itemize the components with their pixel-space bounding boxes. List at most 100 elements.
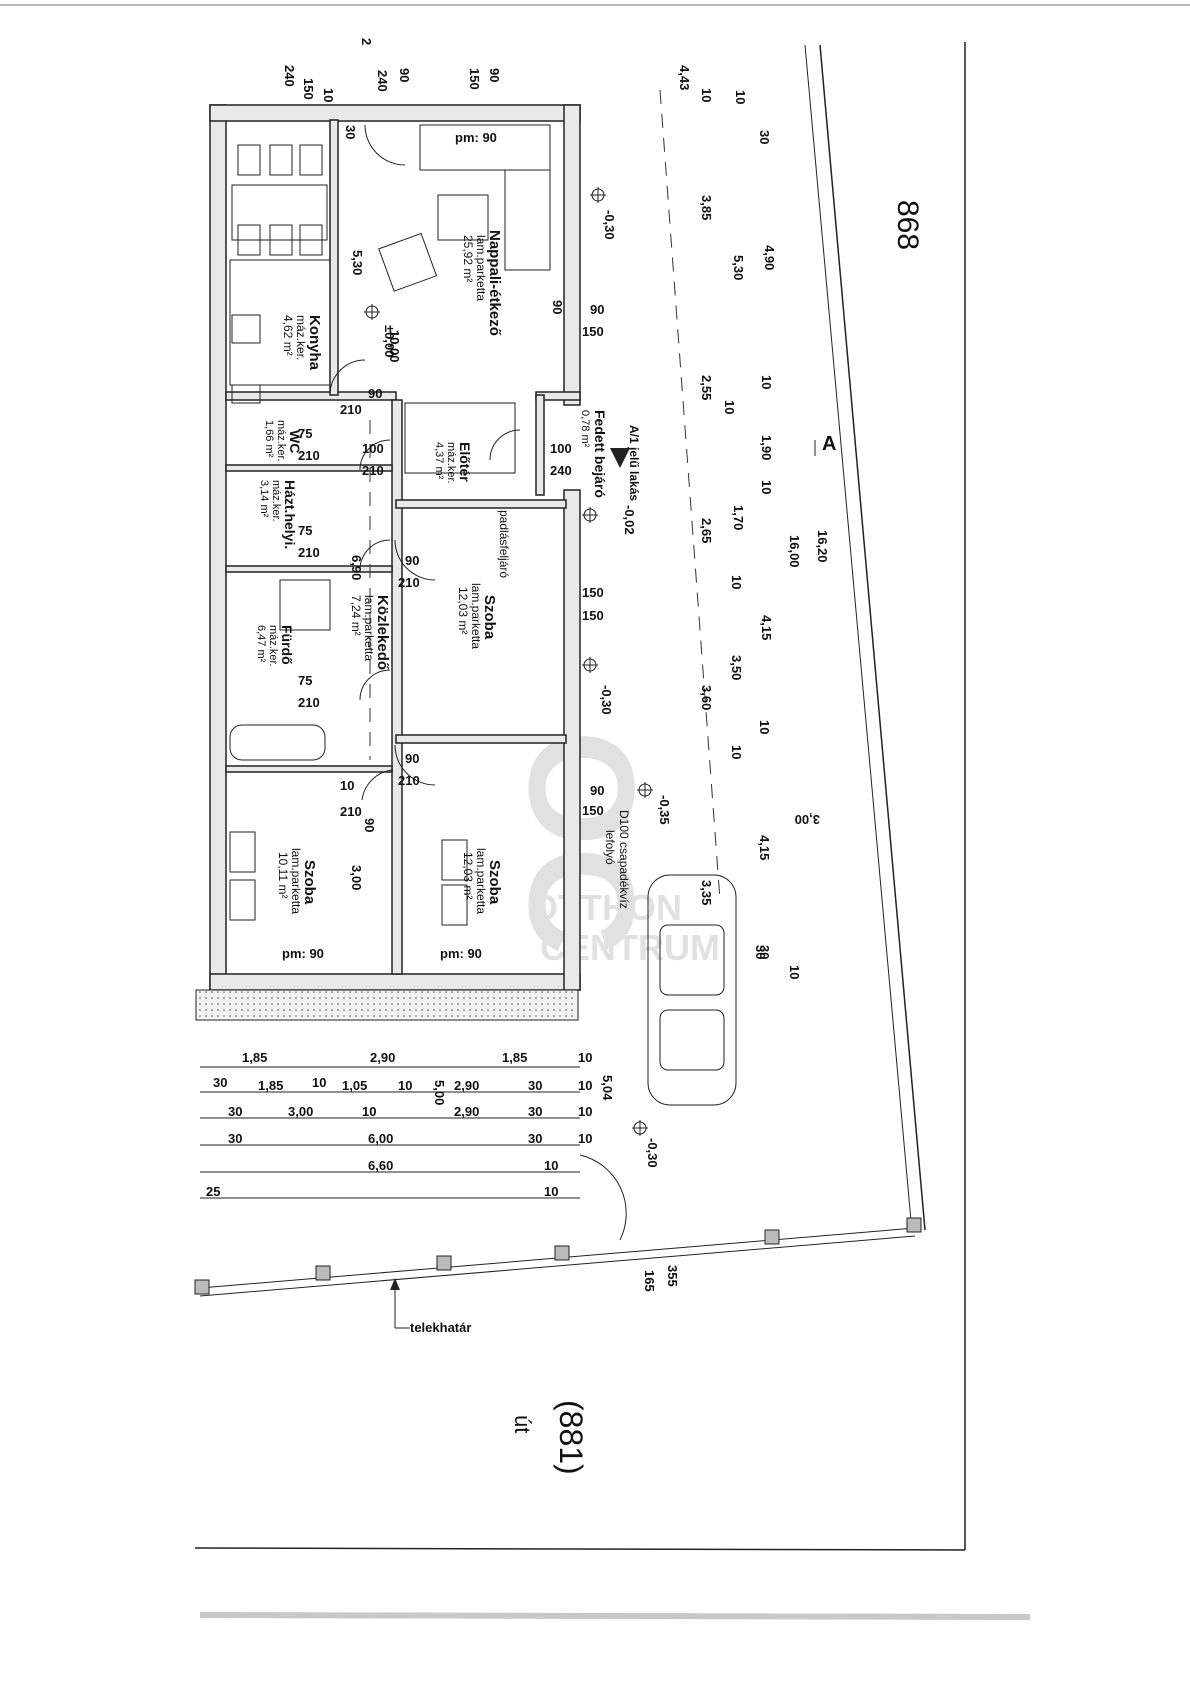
boundary-label: telekhatár [410,1320,471,1335]
dim-vert-165: 165 [642,1270,657,1292]
boundary-callout: telekhatár [390,1278,471,1335]
op-8: 75 [298,426,312,441]
room-name-living: Nappali-étkező [486,230,503,336]
op-23: 210 [340,402,362,417]
furniture [229,124,551,926]
op-17: 210 [362,463,384,478]
dim-mid-2: 30 [757,130,772,144]
room-floor-utility: máz.ker. [270,480,282,522]
room-area-bedroom-3: 10,11 m² [276,852,290,898]
dim-b1-3: 1,85 [502,1050,527,1065]
dim-b4-1: 30 [228,1131,242,1146]
op-22: 90 [368,386,382,401]
op-1: 90 [550,300,565,314]
dim-inner-5: 3,00 [795,812,820,827]
op-12: 75 [298,673,312,688]
dim-vert-355: 355 [665,1265,680,1287]
op-25: 210 [340,804,362,819]
op-7: 150 [582,803,604,818]
dim-b5-2: 10 [544,1158,558,1173]
dim-b1-1: 1,85 [242,1050,267,1065]
dim-b4-2: 6,00 [368,1131,393,1146]
room-name-bedroom-3: Szoba [301,860,318,905]
room-name-bedroom-2: Szoba [486,860,503,905]
dim-top-3: 10 [321,88,336,102]
dim-row-3: 30 3,00 10 2,90 30 10 [200,1104,592,1119]
dim-top-9: 2 [359,38,374,45]
room-area-utility: 3,14 m² [258,480,270,518]
dim-mid-4: 10 [759,375,774,389]
op-6: 90 [590,783,604,798]
room-area-porch: 0,78 m² [579,410,591,448]
op-13: 210 [298,695,320,710]
dim-b2-6: 2,90 [454,1078,479,1093]
room-area-bathroom: 6,47 m² [255,625,267,663]
building-walls [209,104,581,991]
level-4: -0,30 [645,1138,660,1168]
dim-right-3: 3,85 [699,195,714,220]
axis-line [659,89,721,901]
dim-right-2: 10 [699,88,714,102]
entrance-arrow [610,448,630,468]
dim-b2-3: 10 [312,1075,326,1090]
room-name-bedroom-1: Szoba [481,595,498,640]
dim-mid-9: 4,15 [757,835,772,860]
pm-label-2: pm: 90 [282,946,324,961]
room-area-wc: 1,66 m² [263,420,275,458]
dim-top-4: 30 [343,125,358,139]
grid-markers [364,187,653,1136]
room-floor-bedroom-1: lam.parketta [469,583,483,649]
dims-top: 240 150 10 30 240 90 150 90 2 [282,38,502,139]
op-18: 100 [550,441,572,456]
op-26: 90 [362,818,377,832]
entrance-note: A/1 jelű lakás [627,425,641,501]
level-markers: -0,30 -0,30 -0,35 -0,30 ±0,00 -0,02 [382,210,672,1168]
room-area-kitchen: 4,62 m² [281,315,295,356]
dim-b3-5: 30 [528,1104,542,1119]
drain-note-1: D100 csapadékvíz [617,810,631,909]
dim-b2-5: 10 [398,1078,412,1093]
op-16: 100 [362,441,384,456]
plot-boundary-line-2 [804,44,913,1233]
dim-b2-2: 1,85 [258,1078,283,1093]
section-marker: A [814,433,836,456]
dim-mid-10: 30 [757,945,772,959]
fence [194,1217,922,1297]
dim-right-8: 10 [729,575,744,589]
dim-right-1: 4,43 [677,65,692,90]
dim-right-13: 30 [753,945,768,959]
dim-b2-4: 1,05 [342,1078,367,1093]
dim-mid-5: 1,90 [759,435,774,460]
dim-right-4: 2,55 [699,375,714,400]
op-14: 90 [405,553,419,568]
room-floor-wc: máz.ker. [275,420,287,462]
dim-inner-3: 6,90 [349,555,364,580]
dim-b3-4: 2,90 [454,1104,479,1119]
dim-mid-6: 10 [759,480,774,494]
pm-label-3: pm: 90 [440,946,482,961]
dim-mid-8: 10 [757,720,772,734]
room-name-porch: Fedett bejáró [592,410,608,498]
dim-b3-6: 10 [578,1104,592,1119]
dim-right-9: 3,50 [729,655,744,680]
dim-b5-1: 6,60 [368,1158,393,1173]
dim-mid-7: 4,15 [759,615,774,640]
dim-top-6: 90 [397,68,412,82]
op-19: 240 [550,463,572,478]
dim-b6-2: 10 [544,1184,558,1199]
drain-note-2: lefolyó [603,830,617,865]
dim-mid-3: 5,30 [731,255,746,280]
dim-b1-2: 2,90 [370,1050,395,1065]
dim-b3-2: 3,00 [288,1104,313,1119]
op-24: 10 [340,778,354,793]
room-name-utility: Házt.helyi. [282,480,298,549]
room-name-bathroom: Fürdő [279,625,295,665]
dim-b3-3: 10 [362,1104,376,1119]
dim-total-2: 16,00 [787,535,802,568]
room-floor-corridor: lam.parketta [362,595,376,661]
dim-mid-11: 10 [787,965,802,979]
dim-total-3: 16,20 [815,530,830,563]
dim-top-7: 150 [467,68,482,90]
dim-right-7: 2,65 [699,518,714,543]
door-swings [329,124,627,1241]
